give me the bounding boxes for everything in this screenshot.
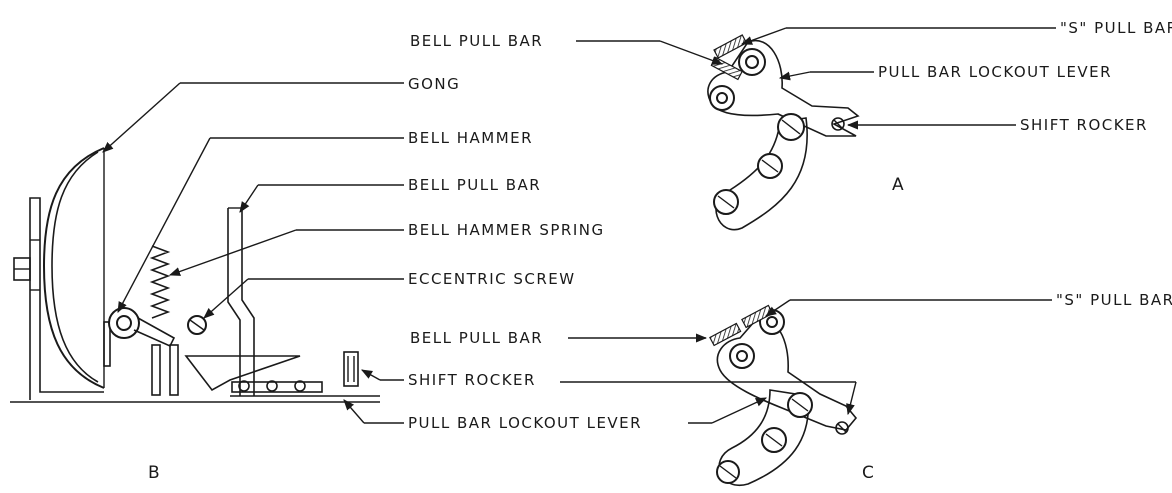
figure-c-top-view [709,304,858,487]
label-pull-bar-lockout-lever-b: PULL BAR LOCKOUT LEVER [408,414,642,432]
figure-c-leaders [560,299,1052,424]
figure-a-top-view [707,34,860,231]
figure-b-leaders [102,82,404,424]
bell-hammer [103,307,179,396]
label-shift-rocker-a: SHIFT ROCKER [1020,116,1148,134]
gong-bracket [13,197,104,400]
label-gong: GONG [408,75,460,93]
base-plate [10,395,380,403]
label-s-pull-bar-c: "S" PULL BAR [1056,291,1172,309]
label-bell-hammer-spring: BELL HAMMER SPRING [408,221,605,239]
label-bell-pull-bar-b: BELL PULL BAR [408,176,541,194]
bell-pull-bar-c [709,322,742,347]
label-eccentric-screw: ECCENTRIC SCREW [408,270,576,288]
pull-bar-lockout-lever-c [716,319,858,431]
shift-rocker-c [835,421,849,435]
figure-label-c: C [862,463,874,483]
label-s-pull-bar-a: "S" PULL BAR [1060,19,1172,37]
gong [42,147,105,389]
eccentric-screw [187,315,207,335]
figure-a-leaders [576,27,1056,130]
figure-b-side-view [10,147,380,403]
bell-hammer-spring [149,245,171,319]
figure-label-a: A [892,175,904,195]
label-shift-rocker-b: SHIFT ROCKER [408,371,536,389]
pull-bar-lockout-lever-side [184,355,323,393]
label-bell-hammer: BELL HAMMER [408,129,533,147]
label-pull-bar-lockout-lever-a: PULL BAR LOCKOUT LEVER [878,63,1112,81]
label-bell-pull-bar-c: BELL PULL BAR [410,329,543,347]
shift-rocker-a [831,117,845,131]
bell-pull-bar-side [227,207,255,396]
label-bell-pull-bar-a: BELL PULL BAR [410,32,543,50]
shift-rocker-side [343,351,359,387]
pull-bar-lockout-lever-a [707,39,860,137]
figure-label-b: B [148,463,160,483]
